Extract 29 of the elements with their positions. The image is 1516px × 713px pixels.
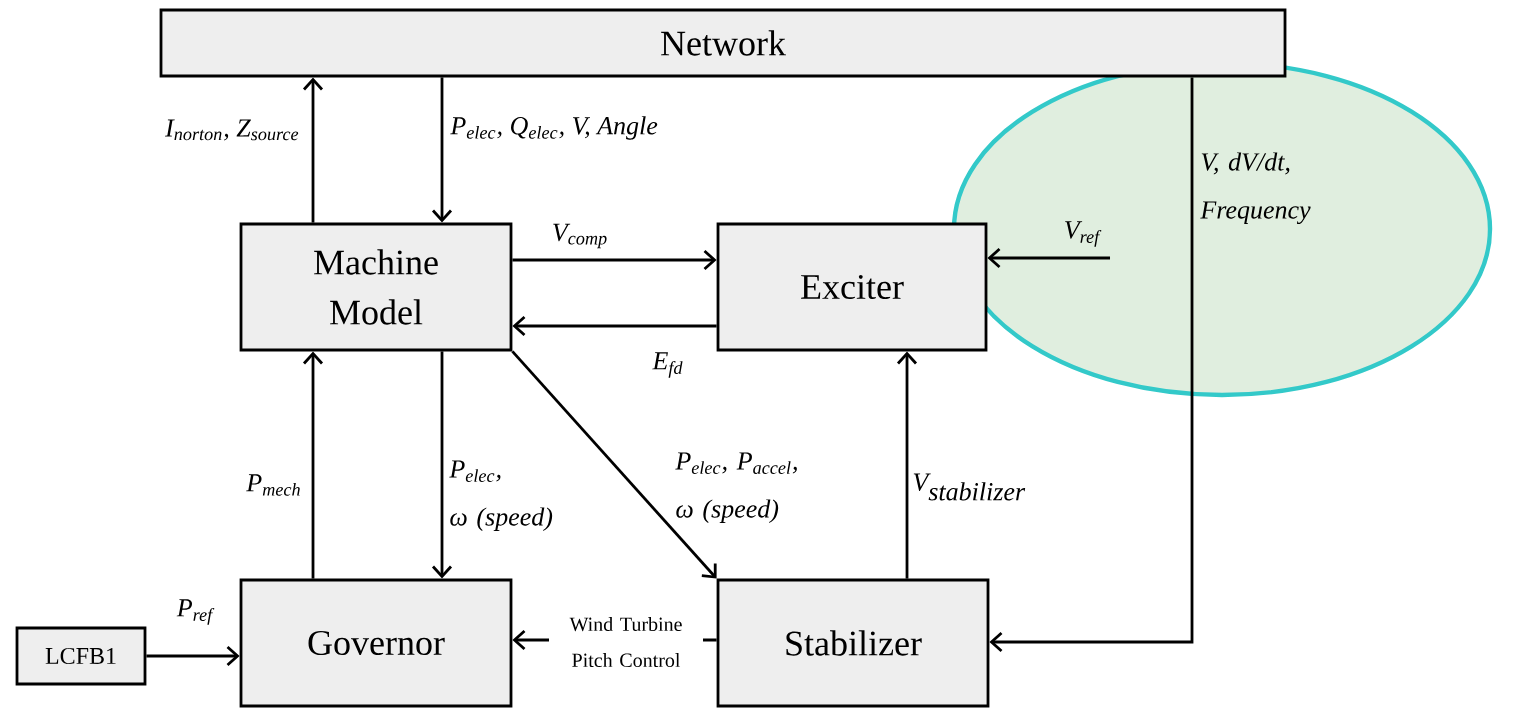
edge-label: P$_{elec}$, ω (speed) — [449, 460, 553, 531]
arrow — [431, 351, 453, 579]
arrow — [896, 351, 918, 579]
edge-label: $\mbox{\itshape V}_{\mbox{\itshape stabilizer}}$ — [913, 473, 1026, 501]
edge-label: E$_{fd}$ — [652, 352, 683, 378]
process-box: LCFB1 — [15, 626, 147, 686]
process-box: Governor — [239, 578, 513, 708]
arrow — [302, 351, 324, 579]
arrow — [512, 249, 717, 271]
edge-label: Wind Turbine Pitch Control — [549, 614, 703, 670]
edge-label: P$_{mech}$ — [246, 474, 300, 496]
arrow — [511, 350, 717, 579]
arrow — [987, 247, 1110, 269]
arrow — [302, 77, 324, 223]
edge-label: V$_{ref}$ — [1065, 221, 1102, 247]
edge-label: I$_{norton}$, Z$_{source}$ — [165, 119, 299, 141]
edge-label: V$_{comp}$ — [553, 223, 607, 249]
network-box: Network — [159, 8, 1287, 78]
process-box: Exciter — [716, 222, 988, 352]
process-box: Machine Model — [239, 222, 513, 352]
edge-label: P$_{ref}$ — [176, 599, 215, 625]
edge-label: P$_{elec}$, P$_{accel}$, ω (speed) — [675, 452, 797, 523]
edge-label: V, dV/dt, Frequency — [1200, 152, 1311, 225]
arrow — [431, 77, 453, 223]
arrow — [512, 315, 717, 337]
process-box: Stabilizer — [716, 578, 990, 708]
edge-label: P$_{elec}$, Q$_{elec}$, V, Angle — [450, 116, 658, 140]
arrow — [989, 77, 1194, 653]
arrow — [146, 645, 240, 667]
